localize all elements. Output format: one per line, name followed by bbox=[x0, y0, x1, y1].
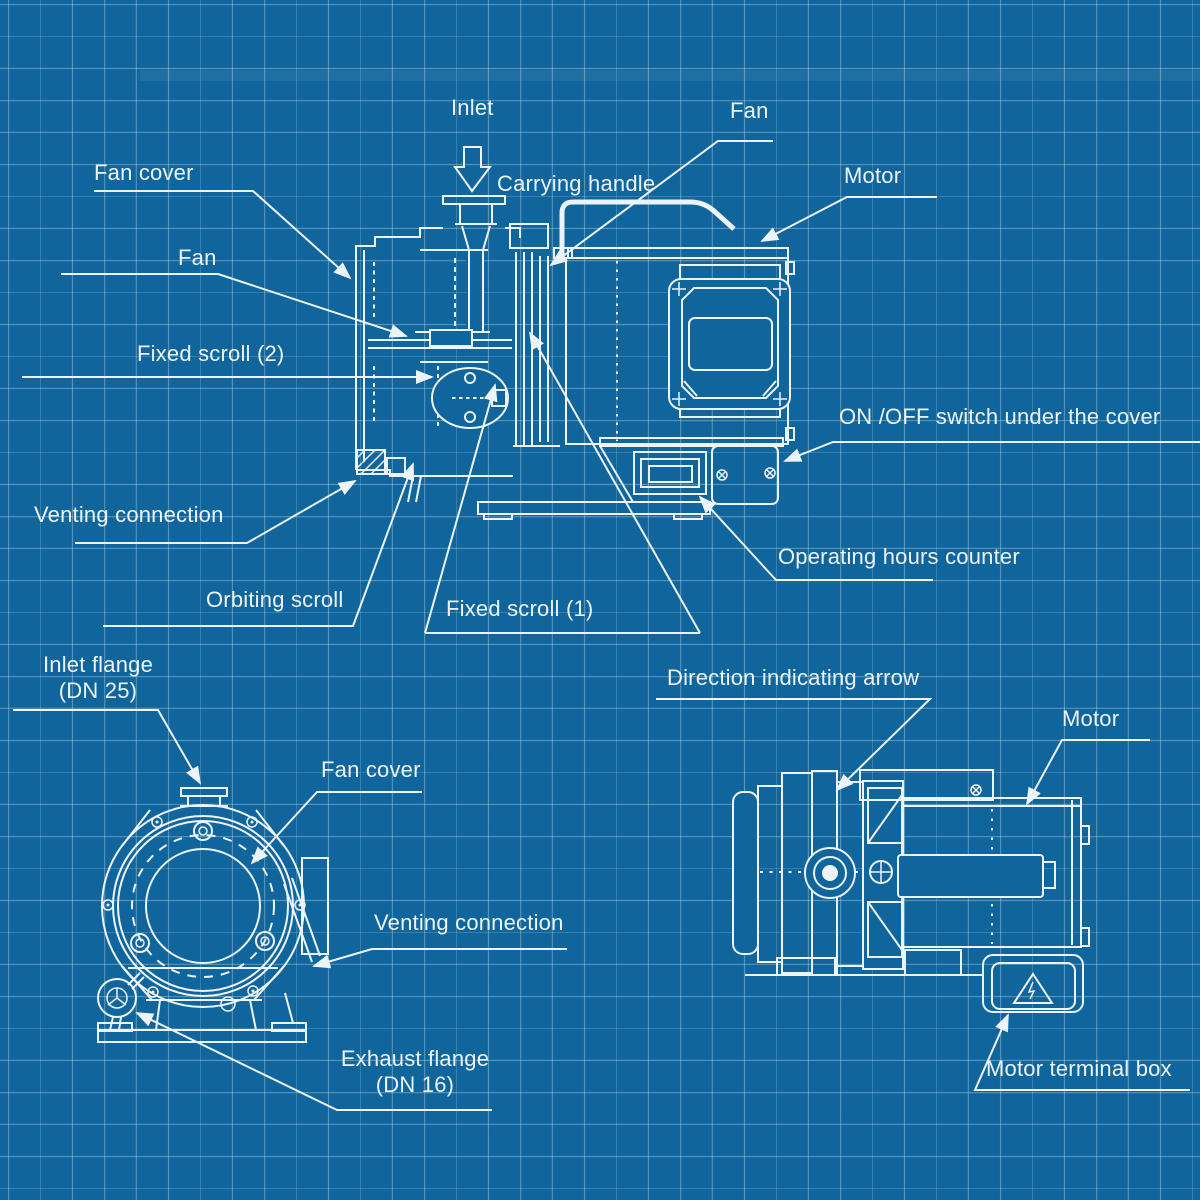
label-fan-left: Fan bbox=[178, 245, 217, 270]
label-carrying-handle: Carrying handle bbox=[497, 171, 656, 196]
label-motor-terminal-box: Motor terminal box bbox=[986, 1056, 1172, 1081]
scan-highlight-band bbox=[140, 70, 1200, 81]
leader-lines bbox=[13, 140, 1200, 1111]
label-motor-top: Motor bbox=[844, 163, 902, 188]
label-fan-top: Fan bbox=[730, 98, 769, 123]
label-fan-cover-top: Fan cover bbox=[94, 160, 194, 185]
label-on-off-switch: ON /OFF switch under the cover bbox=[839, 404, 1161, 429]
label-inlet: Inlet bbox=[451, 95, 494, 120]
label-exhaust-flange-line2: (DN 16) bbox=[375, 1072, 455, 1097]
high-voltage-warning-icon bbox=[1012, 972, 1054, 1004]
label-fixed-scroll-2: Fixed scroll (2) bbox=[137, 341, 285, 366]
label-fan-cover-front: Fan cover bbox=[321, 757, 421, 782]
label-inlet-flange: Inlet flange (DN 25) bbox=[18, 652, 178, 704]
label-operating-hours: Operating hours counter bbox=[778, 544, 1020, 569]
label-inlet-flange-line1: Inlet flange bbox=[42, 652, 154, 677]
label-direction-arrow: Direction indicating arrow bbox=[667, 665, 920, 690]
front-view bbox=[97, 787, 329, 1043]
label-venting-top: Venting connection bbox=[34, 502, 224, 527]
label-exhaust-flange: Exhaust flange (DN 16) bbox=[330, 1046, 500, 1098]
label-fixed-scroll-1: Fixed scroll (1) bbox=[446, 596, 594, 621]
label-motor-right: Motor bbox=[1062, 706, 1120, 731]
label-exhaust-flange-line1: Exhaust flange bbox=[340, 1046, 490, 1071]
label-inlet-flange-line2: (DN 25) bbox=[58, 678, 138, 703]
side-section-view bbox=[355, 146, 795, 520]
inlet-flow-arrow-icon bbox=[453, 146, 492, 193]
side-view-right bbox=[732, 769, 1090, 1013]
label-venting-front: Venting connection bbox=[374, 910, 564, 935]
label-orbiting-scroll: Orbiting scroll bbox=[206, 587, 344, 612]
